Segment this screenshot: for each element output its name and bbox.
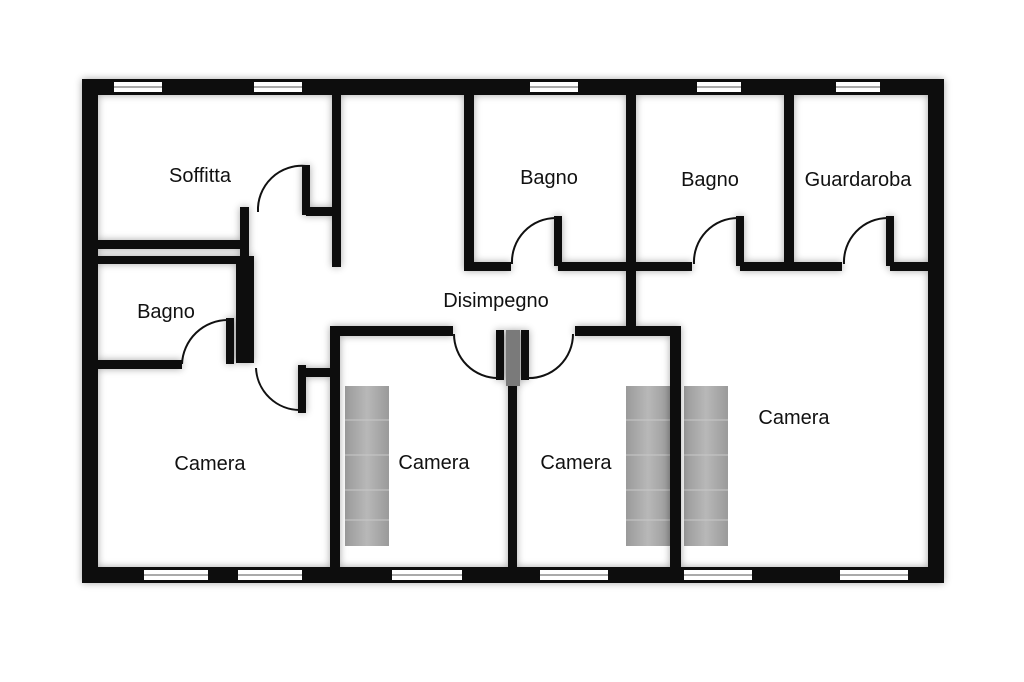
wall-bagno1-bottom-right — [558, 262, 636, 271]
door-jamb-bagno2 — [736, 216, 744, 266]
label-disimpegno: Disimpegno — [443, 290, 549, 312]
door-jamb-guardaroba — [886, 216, 894, 266]
wall-soffitta-right — [332, 95, 341, 267]
wall-camera-left-right — [330, 326, 340, 576]
label-soffitta: Soffitta — [169, 165, 232, 187]
door-swing-guardaroba — [842, 216, 889, 265]
windows — [114, 82, 908, 580]
wall-bagno2-bottom-right — [740, 262, 792, 271]
door-leaf-bagno-left — [226, 318, 234, 364]
label-bagno-top-2: Bagno — [681, 169, 739, 191]
label-camera-center-left: Camera — [398, 452, 470, 474]
wall-bagno-left-right — [236, 256, 245, 363]
door-swing-bagno-left — [181, 318, 229, 365]
door-swing-bagno1 — [510, 216, 557, 265]
stairs-center-left — [345, 386, 389, 546]
wall-camera-center-top-right — [575, 326, 681, 336]
label-camera-left: Camera — [174, 453, 246, 475]
label-bagno-left: Bagno — [137, 301, 195, 323]
wall-camera-center-top-left — [330, 326, 453, 336]
door-leaf-camera-left — [298, 365, 306, 413]
label-camera-right: Camera — [758, 407, 830, 429]
wall-camera-center-right — [670, 326, 681, 576]
outer-wall-right — [928, 79, 944, 583]
wall-bagno-left-bottom — [98, 360, 182, 369]
door-leaf-soffitta — [302, 165, 310, 215]
wall-corridor-left-upper — [240, 207, 249, 260]
door-leaf-left — [496, 330, 504, 380]
wall-bagno-left-top — [98, 256, 244, 264]
wall-soffitta-bottom — [98, 240, 244, 249]
door-jamb-bagno1 — [554, 216, 562, 266]
wall-camera-left-top-stub — [306, 368, 340, 377]
door-post-center — [506, 330, 520, 386]
label-guardaroba: Guardaroba — [805, 169, 913, 191]
door-swings — [181, 164, 889, 412]
walls — [82, 79, 944, 583]
wall-bagno2-bottom-left — [636, 262, 692, 271]
wall-soffitta-bottom-stub — [306, 207, 341, 216]
door-leaf-right — [521, 330, 529, 380]
wall-bagno-divider — [626, 95, 636, 328]
door-swing-double-right — [526, 333, 575, 380]
wall-guardaroba-bottom-right — [890, 262, 928, 271]
stairs-right — [684, 386, 728, 546]
wall-bagno1-bottom-left — [464, 262, 511, 271]
wall-bagno1-left — [464, 95, 474, 268]
door-swing-soffitta — [256, 164, 307, 213]
wall-guardaroba-bottom-left — [794, 262, 842, 271]
stairs-center-right — [626, 386, 670, 546]
label-bagno-top-1: Bagno — [520, 167, 578, 189]
outer-wall-top — [82, 79, 944, 95]
wall-corridor-left-lower — [245, 256, 254, 363]
room-labels: Soffitta Bagno Bagno Bagno Guardaroba Di… — [137, 165, 912, 475]
door-swing-bagno2 — [692, 216, 739, 265]
door-swing-double-left — [453, 333, 499, 379]
wall-camera-center-divider — [508, 360, 517, 576]
door-swing-camera-left — [255, 367, 301, 412]
label-camera-center-right: Camera — [540, 452, 612, 474]
wall-guardaroba-left — [784, 95, 794, 271]
outer-wall-left — [82, 79, 98, 583]
